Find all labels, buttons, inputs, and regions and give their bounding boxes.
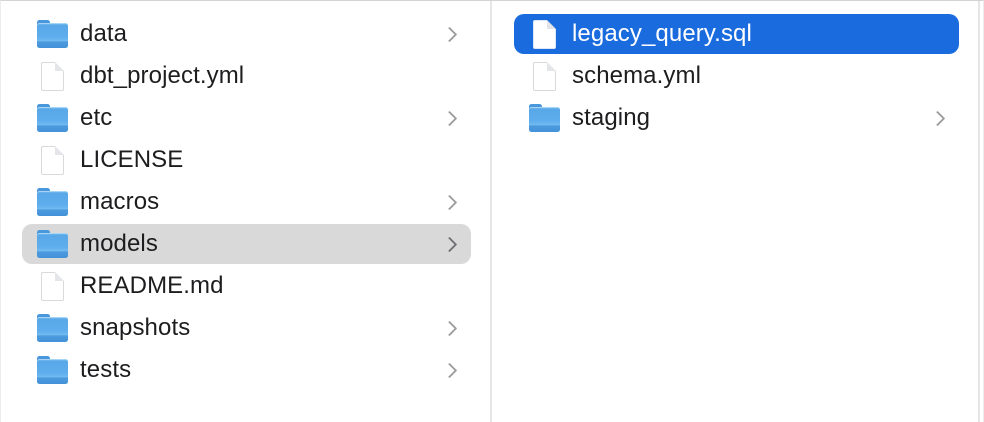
chevron-right-icon	[441, 110, 458, 126]
folder-icon	[36, 19, 68, 49]
list-item-legacy_query.sql[interactable]: legacy_query.sql	[514, 14, 959, 54]
document-icon	[532, 19, 556, 49]
column-divider	[490, 1, 492, 422]
list-item-data[interactable]: data	[22, 14, 471, 54]
finder-column-1: data dbt_project.yml etc LICENSE macros …	[1, 1, 491, 422]
chevron-right-icon	[929, 110, 946, 126]
list-item-models[interactable]: models	[22, 224, 471, 264]
document-icon	[40, 271, 64, 301]
chevron-right-icon	[441, 194, 458, 210]
list-item-LICENSE[interactable]: LICENSE	[22, 140, 471, 180]
list-item-etc[interactable]: etc	[22, 98, 471, 138]
folder-icon	[36, 103, 68, 133]
chevron-right-icon	[441, 26, 458, 42]
list-item-schema.yml[interactable]: schema.yml	[514, 56, 959, 96]
folder-icon	[528, 103, 560, 133]
column-divider	[978, 1, 980, 422]
chevron-right-icon	[441, 320, 458, 336]
chevron-right-icon	[441, 236, 458, 252]
list-item-macros[interactable]: macros	[22, 182, 471, 222]
folder-icon	[36, 187, 68, 217]
finder-column-2: legacy_query.sql schema.yml staging	[493, 1, 979, 422]
list-item-dbt_project.yml[interactable]: dbt_project.yml	[22, 56, 471, 96]
list-item-README.md[interactable]: README.md	[22, 266, 471, 306]
list-item-snapshots[interactable]: snapshots	[22, 308, 471, 348]
folder-icon	[36, 355, 68, 385]
folder-icon	[36, 229, 68, 259]
chevron-right-icon	[441, 362, 458, 378]
document-icon	[40, 61, 64, 91]
list-item-tests[interactable]: tests	[22, 350, 471, 390]
folder-icon	[36, 313, 68, 343]
document-icon	[532, 61, 556, 91]
document-icon	[40, 145, 64, 175]
list-item-staging[interactable]: staging	[514, 98, 959, 138]
